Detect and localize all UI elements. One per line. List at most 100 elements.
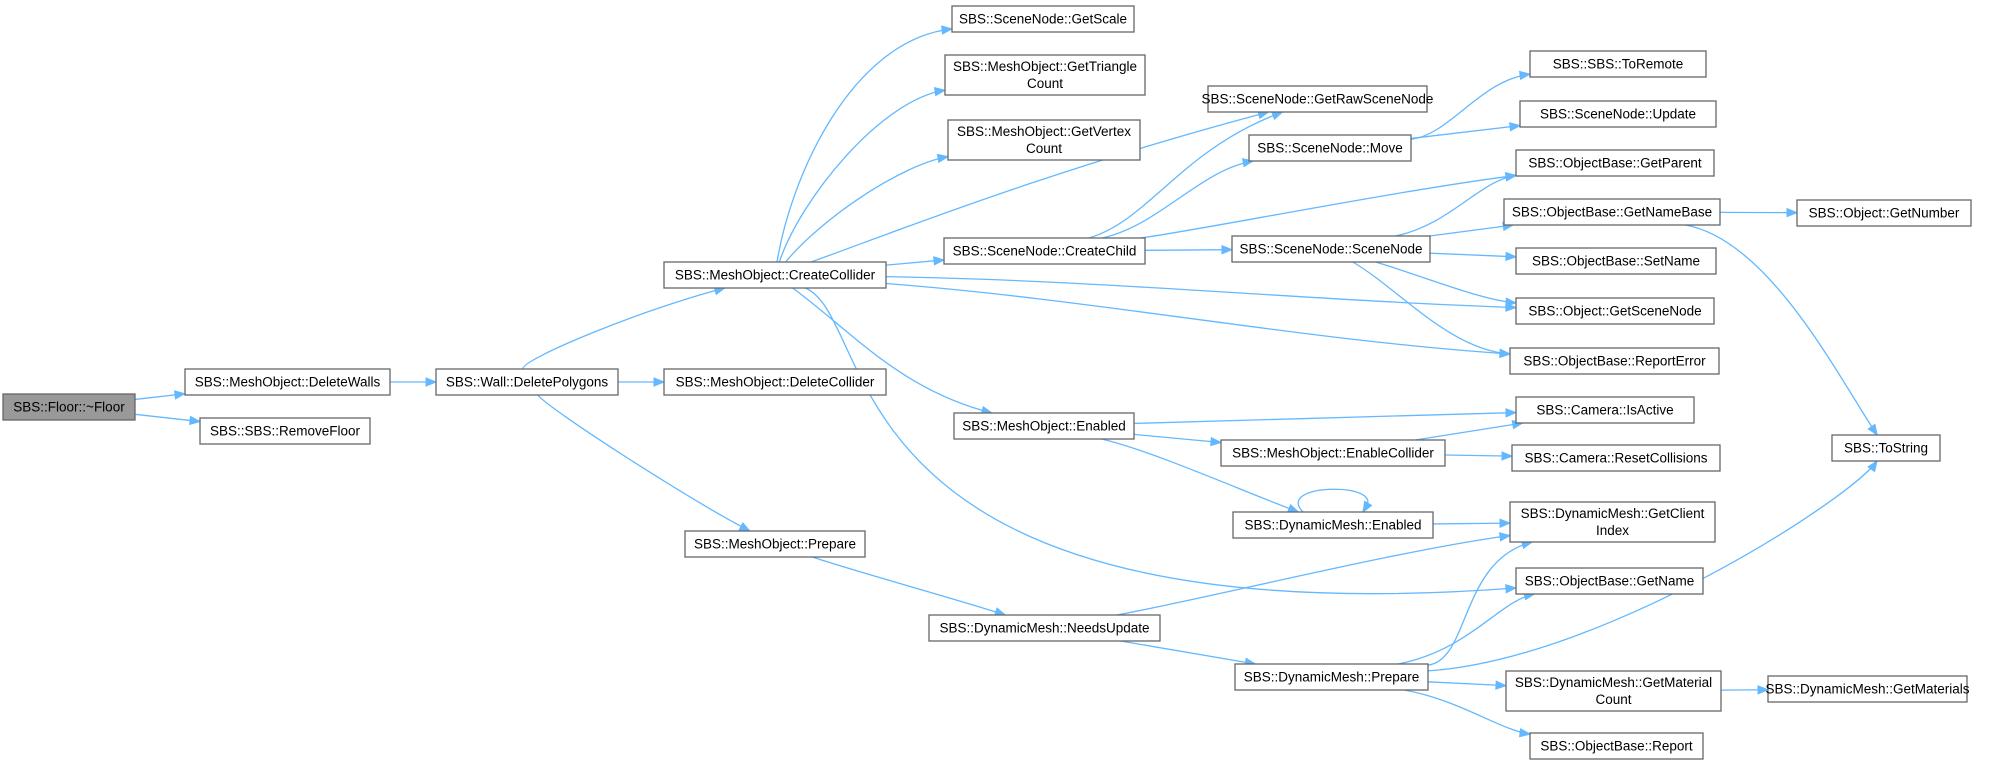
node-sn-update[interactable]: SBS::SceneNode::Update [1519,100,1717,128]
edge-mo_createcollider-to-sn_createchild [885,256,946,266]
edge-dm_enabled-to-dm_getclientindex [1432,518,1512,528]
node-label: SBS::SceneNode::GetRawSceneNode [1202,92,1434,107]
edge-mo_createcollider-to-mo_getvertexcount [785,153,950,263]
node-sn-scenenode[interactable]: SBS::SceneNode::SceneNode [1231,235,1431,263]
arrow-head-icon [1867,423,1878,437]
edge-line [522,287,726,370]
node-label: SBS::SceneNode::Move [1257,141,1403,156]
node-obj-getnumber[interactable]: SBS::Object::GetNumber [1796,199,1972,227]
edge-sn_move-to-sbs_toremote [1410,70,1532,140]
edge-line [1432,522,1511,525]
node-box [1515,247,1717,275]
node-box [1232,511,1434,539]
node-wall-deletepolygons[interactable]: SBS::Wall::DeletePolygons [435,368,619,396]
node-ob-getnamebase[interactable]: SBS::ObjectBase::GetNameBase [1503,198,1721,226]
edge-line [134,413,201,423]
edge-line [1102,160,1254,239]
node-mo-enabled[interactable]: SBS::MeshObject::Enabled [953,412,1135,440]
node-ob-getparent[interactable]: SBS::ObjectBase::GetParent [1515,149,1715,177]
node-dm-enabled[interactable]: SBS::DynamicMesh::Enabled [1232,511,1434,539]
edge-mo_createcollider-to-ob_getname [805,287,1518,595]
arrow-head-icon [425,377,438,387]
node-dm-prepare[interactable]: SBS::DynamicMesh::Prepare [1234,663,1429,691]
edge-mo_createcollider-to-ob_reporterror [885,282,1512,359]
node-obj-getscenenode[interactable]: SBS::Object::GetSceneNode [1515,297,1715,325]
node-box [947,119,1141,161]
node-sbs-removefloor[interactable]: SBS::SBS::RemoveFloor [199,417,371,445]
node-sbs-toremote[interactable]: SBS::SBS::ToRemote [1529,50,1707,78]
edge-wall_deletepolygons-to-mo_prepare [537,394,752,532]
node-label: SBS::MeshObject::EnableCollider [1232,446,1434,461]
node-label: SBS::Floor::~Floor [13,400,125,415]
arrow-head-icon [1757,685,1770,695]
edge-line [1410,124,1521,140]
arrow-head-icon [1504,172,1518,182]
node-label: SBS::ObjectBase::SetName [1532,254,1700,269]
node-label: SBS::DynamicMesh::Prepare [1244,670,1420,685]
node-cam-isactive[interactable]: SBS::Camera::IsActive [1515,396,1695,424]
arrow-head-icon [189,415,202,426]
edge-line [1144,249,1233,251]
node-label: SBS::ToString [1844,441,1928,456]
arrow-head-icon [1501,451,1514,461]
node-sn-getscale[interactable]: SBS::SceneNode::GetScale [951,5,1135,33]
arrow-head-icon [936,153,950,164]
node-box [944,54,1146,96]
edge-dm_prepare-to-ob_getname [1398,591,1536,665]
edge-floor_dtor-to-sbs_removefloor [134,413,202,426]
node-mo-deletecollider[interactable]: SBS::MeshObject::DeleteCollider [663,368,887,396]
node-label: SBS::ObjectBase::Report [1540,739,1693,754]
node-label: SBS::Object::GetSceneNode [1528,304,1701,319]
node-mo-createcollider[interactable]: SBS::MeshObject::CreateCollider [663,261,887,289]
node-ob-reporterror[interactable]: SBS::ObjectBase::ReportError [1509,347,1720,375]
edge-line [1352,261,1511,355]
node-mo-deletewalls[interactable]: SBS::MeshObject::DeleteWalls [184,368,391,396]
node-box [1767,675,1968,703]
node-dm-getmaterials[interactable]: SBS::DynamicMesh::GetMaterials [1765,675,1970,703]
edge-line [1444,454,1513,457]
node-label: SBS::SceneNode::Update [1540,107,1696,122]
node-sbs-tostring[interactable]: SBS::ToString [1831,434,1941,462]
arrow-head-icon [1867,459,1878,473]
node-cam-resetcollisions[interactable]: SBS::Camera::ResetCollisions [1511,444,1721,472]
edge-sn_scenenode-to-obj_getscenenode [1375,261,1518,307]
node-floor-dtor[interactable]: SBS::Floor::~Floor [2,393,136,421]
node-box [1509,347,1720,375]
arrow-head-icon [1498,532,1512,542]
node-box [1529,732,1704,760]
arrow-head-icon [941,25,954,35]
edge-line [1133,433,1222,444]
edge-mo_enabled-to-cam_isactive [1133,408,1518,425]
arrow-head-icon [1505,297,1518,307]
node-mo-enablecollider[interactable]: SBS::MeshObject::EnableCollider [1220,439,1446,467]
edge-dm_needsupdate-to-dm_prepare [1120,640,1257,667]
node-sn-getrawscenenode[interactable]: SBS::SceneNode::GetRawSceneNode [1202,85,1434,113]
edge-line [885,282,1511,355]
node-ob-report[interactable]: SBS::ObjectBase::Report [1529,732,1704,760]
edge-line [810,111,1269,263]
node-dm-needsupdate[interactable]: SBS::DynamicMesh::NeedsUpdate [928,614,1161,642]
node-ob-setname[interactable]: SBS::ObjectBase::SetName [1515,247,1717,275]
edge-line [1427,681,1507,687]
node-label: SBS::DynamicMesh::GetClient [1521,506,1705,521]
node-label: SBS::MeshObject::CreateCollider [675,268,876,283]
node-label: SBS::Wall::DeletePolygons [446,375,609,390]
edge-line [792,287,993,414]
node-box [1234,663,1429,691]
node-mo-prepare[interactable]: SBS::MeshObject::Prepare [684,530,866,558]
edge-mo_prepare-to-dm_needsupdate [812,556,1007,617]
node-label: SBS::ObjectBase::GetParent [1528,156,1702,171]
arrow-head-icon [1499,518,1512,528]
node-box [1515,149,1715,177]
node-sn-move[interactable]: SBS::SceneNode::Move [1248,134,1412,162]
edge-mo_deletewalls-to-wall_deletepolygons [390,377,438,387]
node-sn-createchild[interactable]: SBS::SceneNode::CreateChild [943,237,1146,265]
node-label: SBS::MeshObject::DeleteWalls [195,375,381,390]
edge-mo_createcollider-to-obj_getscenenode [885,276,1518,312]
node-label: SBS::ObjectBase::GetName [1525,574,1695,589]
node-ob-getname[interactable]: SBS::ObjectBase::GetName [1515,567,1704,595]
